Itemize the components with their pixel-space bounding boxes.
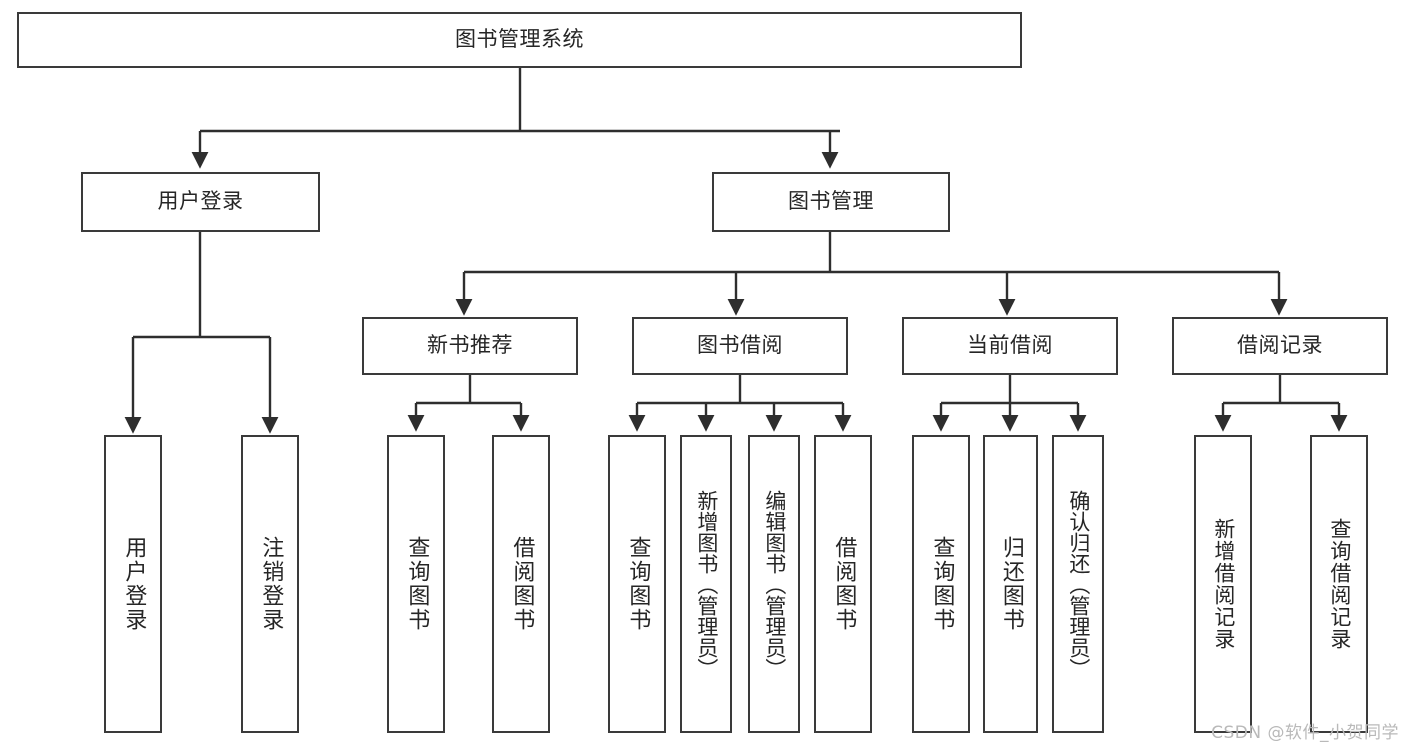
node-current-borrow[interactable]: 当前借阅 <box>902 317 1118 375</box>
node-label: 编辑图书（管理员） <box>762 489 787 679</box>
node-new-book-recommend[interactable]: 新书推荐 <box>362 317 578 375</box>
node-label: 图书借阅 <box>697 333 783 358</box>
node-label: 查询图书 <box>625 536 651 632</box>
node-label: 用户登录 <box>157 189 244 214</box>
node-label: 借阅记录 <box>1237 333 1323 358</box>
node-leaf-query-borrow-record[interactable]: 查询借阅记录 <box>1310 435 1368 733</box>
node-label: 新增图书（管理员） <box>694 489 719 679</box>
node-leaf-borrow-book[interactable]: 借阅图书 <box>814 435 872 733</box>
node-label: 借阅图书 <box>509 536 535 632</box>
node-label: 归还图书 <box>998 536 1024 632</box>
node-label: 图书管理系统 <box>455 27 584 52</box>
node-leaf-query-book-borrow[interactable]: 查询图书 <box>608 435 666 733</box>
node-label: 注销登录 <box>258 536 284 632</box>
node-leaf-user-login[interactable]: 用户登录 <box>104 435 162 733</box>
node-leaf-edit-book-admin[interactable]: 编辑图书（管理员） <box>748 435 800 733</box>
node-leaf-logout[interactable]: 注销登录 <box>241 435 299 733</box>
node-leaf-add-borrow-record[interactable]: 新增借阅记录 <box>1194 435 1252 733</box>
node-label: 图书管理 <box>788 189 874 214</box>
node-label: 借阅图书 <box>831 536 857 632</box>
watermark-text: CSDN @软件_小贺同学 <box>1211 723 1399 743</box>
node-label: 确认归还（管理员） <box>1066 489 1091 679</box>
node-user-login[interactable]: 用户登录 <box>81 172 320 232</box>
node-label: 当前借阅 <box>967 333 1053 358</box>
node-leaf-query-book-current[interactable]: 查询图书 <box>912 435 970 733</box>
node-book-management[interactable]: 图书管理 <box>712 172 950 232</box>
node-leaf-borrow-book-recommend[interactable]: 借阅图书 <box>492 435 550 733</box>
node-book-borrow[interactable]: 图书借阅 <box>632 317 848 375</box>
node-leaf-confirm-return-admin[interactable]: 确认归还（管理员） <box>1052 435 1104 733</box>
node-leaf-query-book-recommend[interactable]: 查询图书 <box>387 435 445 733</box>
node-label: 查询图书 <box>404 536 430 632</box>
node-label: 查询借阅记录 <box>1327 518 1352 650</box>
node-label: 新增借阅记录 <box>1211 518 1236 650</box>
node-leaf-return-book[interactable]: 归还图书 <box>983 435 1038 733</box>
node-leaf-add-book-admin[interactable]: 新增图书（管理员） <box>680 435 732 733</box>
node-label: 新书推荐 <box>427 333 513 358</box>
node-borrow-record[interactable]: 借阅记录 <box>1172 317 1388 375</box>
node-label: 查询图书 <box>929 536 955 632</box>
node-label: 用户登录 <box>121 536 147 632</box>
node-root-library-system[interactable]: 图书管理系统 <box>17 12 1022 68</box>
